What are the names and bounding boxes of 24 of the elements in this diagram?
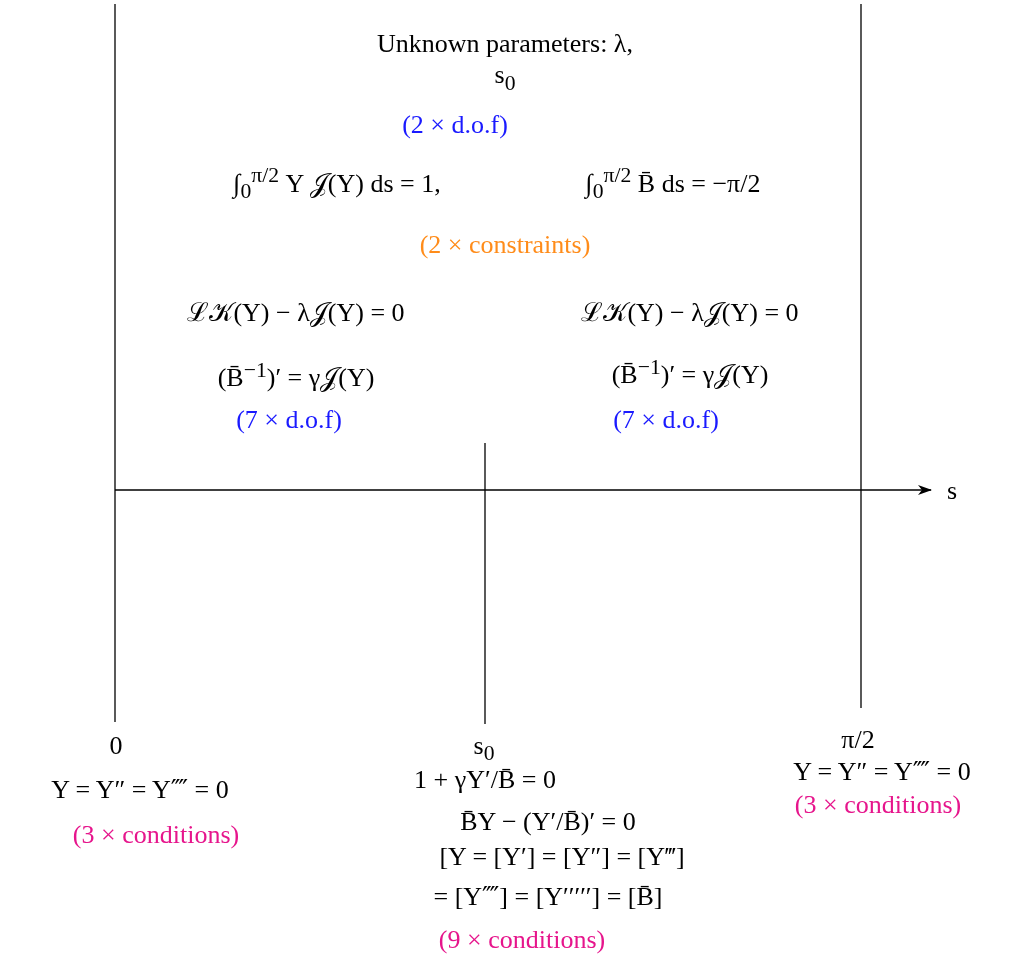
note: (3 × conditions)	[794, 789, 962, 821]
equation: B̄Y − (Y′/B̄)′ = 0	[460, 806, 636, 838]
equation: ∫$_{0}$$^{π/2}$ Y 𝒥(Y) ds = 1,	[233, 162, 441, 204]
equation: ℒ𝒦(Y) − λ𝒥(Y) = 0	[581, 297, 799, 329]
equation: ∫$_{0}$$^{π/2}$ B̄ ds = −π/2	[585, 162, 761, 204]
note: (2 × constraints)	[419, 229, 591, 261]
note: (7 × d.o.f)	[236, 404, 342, 436]
note: Unknown parameters: λ, s$_{0}$	[376, 28, 634, 96]
tick-label: 0	[109, 730, 123, 762]
note: (7 × d.o.f)	[613, 404, 719, 436]
note: (3 × conditions)	[72, 819, 240, 851]
equation: 1 + γY′/B̄ = 0	[414, 764, 556, 796]
axis-label: s	[946, 475, 958, 507]
equation: ℒ𝒦(Y) − λ𝒥(Y) = 0	[187, 297, 405, 329]
equation: (B̄$^{−1}$)′ = γ𝒥(Y)	[611, 353, 769, 391]
equation: = [Y⁗] = [Y′′′′′] = [B̄]	[433, 881, 663, 913]
note: (9 × conditions)	[438, 924, 606, 956]
note: (2 × d.o.f)	[402, 109, 508, 141]
equation: Y = Y″ = Y⁗ = 0	[51, 774, 229, 806]
equation: Y = Y″ = Y⁗ = 0	[793, 756, 971, 788]
tick-label: s$_{0}$	[473, 729, 495, 767]
equation: (B̄$^{−1}$)′ = γ𝒥(Y)	[217, 356, 375, 394]
tick-label: π/2	[841, 724, 875, 756]
equation: [Y = [Y′] = [Y″] = [Y‴]	[439, 841, 685, 873]
